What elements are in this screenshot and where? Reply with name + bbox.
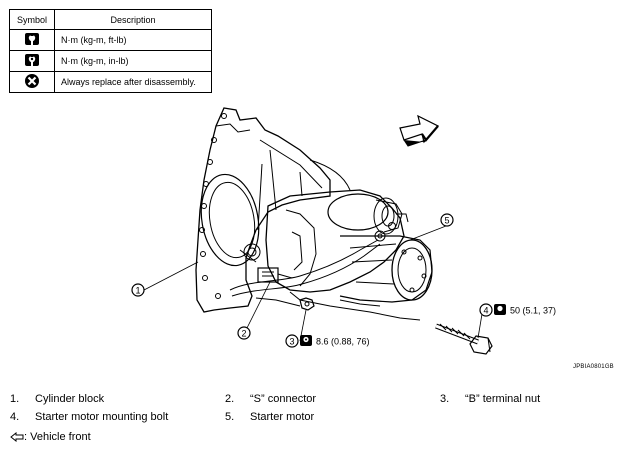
- figure-id: JPBIA0801GB: [573, 364, 614, 370]
- vehicle-front-arrow-icon: [10, 431, 24, 443]
- callout-3: 3: [285, 334, 299, 348]
- legend-row: Always replace after disassembly.: [9, 71, 212, 93]
- part-name: Starter motor: [250, 411, 315, 423]
- part-number: 3.: [440, 393, 450, 405]
- torque-wrench-icon: [494, 304, 506, 315]
- part-number: 5.: [225, 411, 235, 423]
- vehicle-front-arrow-icon: [399, 114, 439, 147]
- vehicle-front-label: : Vehicle front: [24, 431, 91, 443]
- part-name: “B” terminal nut: [465, 393, 541, 405]
- svg-text:2: 2: [241, 329, 246, 339]
- svg-text:4: 4: [483, 306, 488, 316]
- legend-row: N·m (kg-m, ft-lb): [9, 29, 212, 51]
- legend-header-row: Symbol Description: [9, 9, 212, 30]
- nut-torque-spec: 8.6 (0.88, 76): [316, 337, 370, 347]
- callout-4: 4: [479, 303, 493, 317]
- torque-wrench-small-icon: [25, 54, 39, 66]
- part-name: Cylinder block: [35, 393, 105, 405]
- torque-wrench-icon: [25, 33, 39, 45]
- svg-text:1: 1: [135, 286, 140, 296]
- part-number: 1.: [10, 393, 20, 405]
- callout-2: 2: [237, 326, 251, 340]
- callout-1: 1: [131, 283, 145, 297]
- bolt-torque-spec: 50 (5.1, 37): [510, 306, 556, 316]
- part-name: “S” connector: [250, 393, 317, 405]
- svg-text:5: 5: [444, 216, 449, 226]
- symbol-legend-table: Symbol Description N·m (kg-m, ft-lb) N·m…: [9, 9, 212, 93]
- part-number: 4.: [10, 411, 20, 423]
- part-name: Starter motor mounting bolt: [35, 411, 169, 423]
- replace-x-icon: [25, 74, 39, 88]
- part-number: 2.: [225, 393, 235, 405]
- torque-wrench-small-icon: [300, 335, 312, 346]
- legend-description: Always replace after disassembly.: [54, 71, 212, 93]
- callout-5: 5: [440, 213, 454, 227]
- svg-text:3: 3: [289, 337, 294, 347]
- vehicle-front-legend: : Vehicle front: [10, 431, 91, 443]
